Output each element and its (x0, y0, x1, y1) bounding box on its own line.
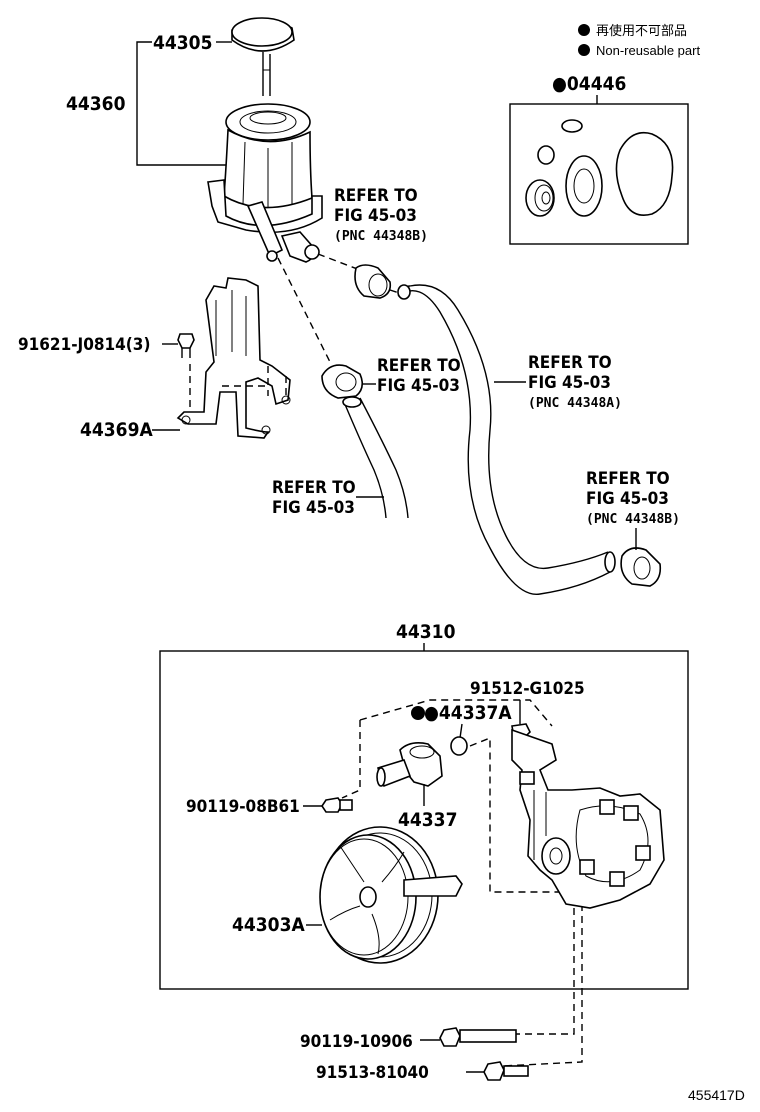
reservoir-tank-drawing (207, 103, 323, 263)
bracket-drawing (176, 277, 291, 439)
hose-clamp-upper (354, 264, 392, 299)
ref1-dash (317, 253, 361, 271)
figure-id: 455417D (688, 1087, 745, 1103)
part-label-44303A[interactable]: 44303A (232, 914, 305, 936)
hose-clamp-right (620, 547, 662, 587)
legend: 再使用不可部品 Non-reusable part (578, 23, 700, 58)
pump-body-drawing (511, 728, 665, 909)
ref4-line2[interactable]: FIG 45-03 (272, 498, 355, 518)
gasket-kit-box (509, 103, 689, 245)
ref4-line1[interactable]: REFER TO (272, 478, 356, 498)
ref1-line3[interactable]: (PNC 44348B) (334, 229, 428, 244)
bolt-90119-10906-drawing (439, 1027, 517, 1047)
legend-label-en: Non-reusable part (596, 43, 700, 58)
ref2-line1[interactable]: REFER TO (377, 356, 461, 376)
ref3-line1[interactable]: REFER TO (528, 353, 612, 373)
ref3-line2[interactable]: FIG 45-03 (528, 373, 611, 393)
part-label-04446[interactable]: ●04446 (552, 73, 626, 95)
part-label-44369A[interactable]: 44369A (80, 419, 153, 441)
ref5-line3[interactable]: (PNC 44348B) (586, 512, 680, 527)
part-label-91512[interactable]: 91512-G1025 (470, 679, 585, 699)
ref2-line2[interactable]: FIG 45-03 (377, 376, 460, 396)
part-label-90119-08B61[interactable]: 90119-08B61 (186, 797, 300, 817)
leader-44360 (136, 41, 226, 166)
non-reusable-dot-44337A (411, 706, 425, 720)
legend-label-jp: 再使用不可部品 (596, 23, 687, 38)
bolt-91513-81040-drawing (483, 1061, 529, 1081)
part-label-44305[interactable]: 44305 (153, 32, 212, 54)
return-hose-drawing (342, 396, 409, 519)
ref5-line2[interactable]: FIG 45-03 (586, 489, 669, 509)
o-ring-drawing (450, 736, 468, 756)
ref1-line2[interactable]: FIG 45-03 (334, 206, 417, 226)
ref5-line1[interactable]: REFER TO (586, 469, 670, 489)
ref3-line3[interactable]: (PNC 44348A) (528, 396, 622, 411)
bolt-91621-drawing (177, 333, 195, 358)
part-label-44310[interactable]: 44310 (396, 621, 456, 643)
part-label-44337[interactable]: 44337 (398, 809, 457, 831)
pump-assembly-box (159, 650, 689, 990)
ref1-line1[interactable]: REFER TO (334, 186, 418, 206)
part-label-44337A[interactable]: ●44337A (424, 702, 512, 724)
reservoir-cap-drawing (231, 17, 295, 96)
hose-clamp-middle (321, 364, 364, 399)
part-label-91621[interactable]: 91621-J0814(3) (18, 335, 150, 355)
ref2-dash-top (277, 257, 331, 363)
bolt-90119-08B61-drawing (321, 797, 353, 813)
pulley-drawing (319, 826, 463, 964)
part-label-44360[interactable]: 44360 (66, 93, 126, 115)
union-fitting-drawing (376, 742, 443, 788)
suction-hose-drawing (397, 284, 616, 595)
part-label-91513-81040[interactable]: 91513-81040 (316, 1063, 429, 1083)
part-label-90119-10906[interactable]: 90119-10906 (300, 1032, 413, 1052)
